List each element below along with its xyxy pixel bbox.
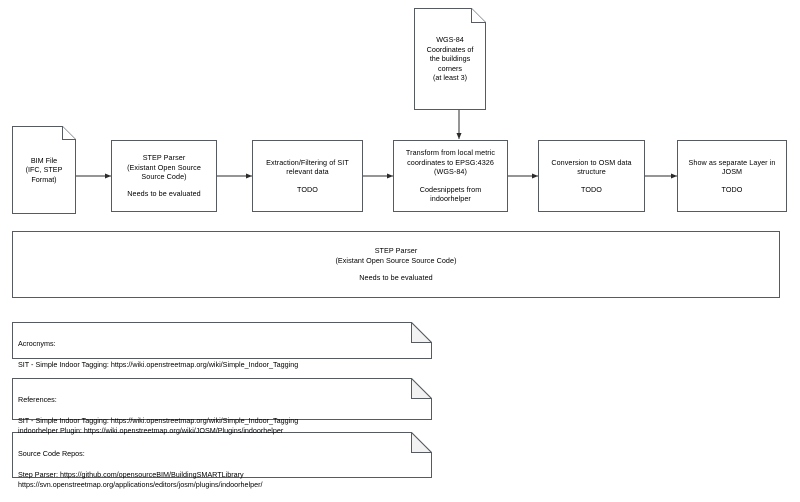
note-references-text: SIT - Simple Indoor Tagging: https://wik… — [18, 415, 299, 436]
node-wgs84-line-2: the buildings — [429, 54, 471, 64]
node-wgs84-line-0: WGS-84 — [436, 35, 464, 45]
node-wide-step-parser[interactable]: STEP Parser (Existant Open Source Source… — [12, 231, 780, 298]
node-show-layer-status: TODO — [721, 184, 743, 194]
note-acronyms-body: Acrocnyms: SIT - Simple Indoor Tagging: … — [12, 322, 432, 381]
node-extraction-status: TODO — [297, 184, 318, 194]
node-show-layer-line-0: Show as separate Layer in — [688, 157, 776, 167]
node-step-parser-line-0: STEP Parser — [142, 153, 186, 163]
node-wgs84-line-1: Coordinates of — [426, 44, 474, 54]
node-transform-line-0: Transform from local metric — [405, 148, 496, 158]
node-step-parser-status: Needs to be evaluated — [127, 189, 201, 199]
node-bim-file[interactable]: BIM File (IFC, STEP Format) — [12, 126, 76, 214]
note-references-title: References: — [18, 394, 57, 404]
diagram-canvas: BIM File (IFC, STEP Format) WGS-84 Coord… — [12, 8, 787, 489]
note-source-code-repos-title: Source Code Repos: — [18, 448, 85, 458]
node-wgs84-line-3: corners — [438, 63, 462, 73]
node-step-parser-line-2: Source Code) — [141, 172, 187, 181]
note-acronyms-text: SIT - Simple Indoor Tagging: https://wik… — [18, 359, 299, 369]
node-conversion-line-1: structure — [577, 167, 606, 177]
node-transform-coordinates[interactable]: Transform from local metric coordinates … — [393, 140, 508, 212]
node-wide-step-parser-line-1: (Existant Open Source Source Code) — [335, 255, 457, 265]
node-show-layer-josm[interactable]: Show as separate Layer in JOSM TODO — [677, 140, 787, 212]
node-extraction-line-1: relevant data — [286, 167, 329, 177]
node-conversion-osm[interactable]: Conversion to OSM data structure TODO — [538, 140, 645, 212]
note-references[interactable]: References: SIT - Simple Indoor Tagging:… — [12, 378, 432, 435]
node-transform-line-2: (WGS-84) — [434, 167, 467, 177]
node-bim-file-line-1: (IFC, STEP — [25, 165, 63, 175]
node-step-parser-line-1: (Existant Open Source — [127, 162, 201, 172]
node-step-parser[interactable]: STEP Parser (Existant Open Source Source… — [111, 140, 217, 212]
node-extraction-line-0: Extraction/Filtering of SIT — [266, 157, 349, 167]
node-transform-status: Codesnippets from indoorhelper — [419, 184, 482, 204]
node-wgs84-line-4: (at least 3) — [433, 73, 467, 83]
node-wide-step-parser-status: Needs to be evaluated — [359, 273, 433, 283]
note-acronyms-title: Acrocnyms: — [18, 338, 56, 348]
node-show-layer-line-1: JOSM — [721, 167, 743, 177]
node-bim-file-line-0: BIM File — [30, 155, 58, 165]
node-conversion-line-0: Conversion to OSM data — [551, 157, 632, 167]
node-extraction-filtering[interactable]: Extraction/Filtering of SIT relevant dat… — [252, 140, 363, 212]
note-source-code-repos[interactable]: Source Code Repos: Step Parser: https://… — [12, 432, 432, 489]
note-source-code-repos-body: Source Code Repos: Step Parser: https://… — [12, 432, 432, 502]
node-wide-step-parser-line-0: STEP Parser — [374, 246, 418, 256]
note-acronyms[interactable]: Acrocnyms: SIT - Simple Indoor Tagging: … — [12, 322, 432, 369]
note-source-code-repos-text: Step Parser: https://github.com/opensour… — [18, 469, 263, 490]
node-conversion-status: TODO — [581, 184, 602, 194]
node-bim-file-line-2: Format) — [31, 174, 57, 184]
node-transform-line-1: coordinates to EPSG:4326 — [407, 157, 494, 167]
node-wgs84-input[interactable]: WGS-84 Coordinates of the buildings corn… — [414, 8, 486, 110]
